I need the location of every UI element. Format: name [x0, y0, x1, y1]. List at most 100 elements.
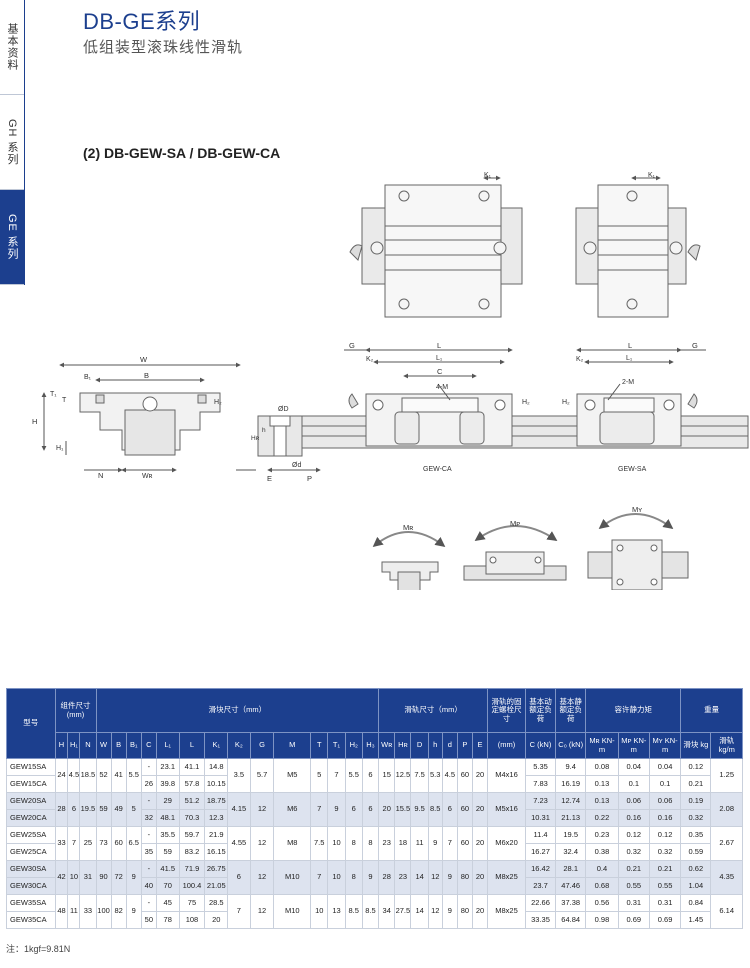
- table-cell: 12.3: [204, 809, 229, 827]
- table-cell: 22.66: [524, 894, 557, 912]
- col-h-lower: h: [427, 732, 443, 759]
- table-cell: 12: [249, 792, 275, 827]
- label-l-right: L: [628, 341, 632, 350]
- col-d-lower: d: [441, 732, 458, 759]
- table-cell: 33.35: [524, 911, 557, 929]
- table-cell: 11: [410, 826, 429, 861]
- table-cell: 9: [327, 792, 346, 827]
- table-cell: 6: [361, 792, 380, 827]
- sidebar-tab-ge[interactable]: GE 系列: [0, 190, 24, 285]
- label-l1-left: L₁: [436, 355, 443, 362]
- table-cell: -: [140, 758, 157, 776]
- table-cell: 4.5: [67, 758, 81, 793]
- table-cell: 0.04: [617, 758, 650, 776]
- page-title: DB-GE系列: [83, 9, 201, 34]
- label-k2-right: K₂: [576, 356, 584, 363]
- sidebar-tab-gh[interactable]: GH 系列: [0, 95, 24, 190]
- col-group-weight: 重量: [680, 688, 743, 733]
- table-cell: 0.1: [617, 775, 650, 793]
- table-cell: 19.5: [79, 792, 97, 827]
- table-cell: 32.4: [555, 843, 587, 861]
- table-cell: 0.12: [680, 758, 712, 776]
- table-cell: 0.06: [617, 792, 650, 810]
- label-h: H: [32, 417, 37, 426]
- table-cell: 82: [110, 894, 127, 929]
- table-cell: 0.16: [617, 809, 650, 827]
- table-cell: 73: [95, 826, 112, 861]
- table-cell: 14.8: [204, 758, 229, 776]
- table-cell: 33: [54, 826, 69, 861]
- table-cell: 40: [140, 877, 157, 895]
- table-cell: 0.69: [617, 911, 650, 929]
- table-cell: 45: [155, 894, 180, 912]
- side-view: [301, 347, 749, 449]
- table-cell: 8.5: [344, 894, 363, 929]
- table-cell: 10.15: [204, 775, 229, 793]
- table-cell: 16.27: [524, 843, 557, 861]
- table-cell: GEW15CA: [6, 775, 56, 793]
- sidebar-tab-label: GE 系列: [6, 214, 18, 260]
- table-cell: 35: [140, 843, 157, 861]
- table-cell: 4.15: [227, 792, 251, 827]
- label-4m: 4-M: [436, 384, 448, 391]
- table-cell: 59: [155, 843, 180, 861]
- table-cell: 10: [327, 826, 346, 861]
- table-cell: -: [140, 792, 157, 810]
- footnote: 注：1kgf=9.81N: [6, 944, 71, 954]
- table-cell: 0.55: [617, 877, 650, 895]
- section-title: (2) DB-GEW-SA / DB-GEW-CA: [83, 145, 281, 161]
- table-cell: 11.4: [524, 826, 557, 844]
- col-block-kg: 滑块 kg: [680, 732, 712, 759]
- table-cell: 70: [155, 877, 180, 895]
- table-cell: 1.45: [680, 911, 712, 929]
- table-cell: 7: [310, 860, 329, 895]
- label-hr: Hʀ: [251, 435, 260, 442]
- table-cell: 28.1: [555, 860, 587, 878]
- table-cell: 0.68: [585, 877, 619, 895]
- label-b1: B₁: [84, 374, 92, 381]
- label-l-left: L: [437, 341, 441, 350]
- table-cell: 100.4: [178, 877, 206, 895]
- table-cell: 8: [361, 826, 380, 861]
- table-cell: 37.38: [555, 894, 587, 912]
- col-e: E: [471, 732, 489, 759]
- table-cell: 9: [441, 860, 458, 895]
- table-cell: 8: [344, 860, 363, 895]
- table-cell: 5: [125, 792, 142, 827]
- table-cell: 60: [456, 826, 473, 861]
- label-g-left: G: [349, 341, 355, 350]
- table-cell: 19.5: [555, 826, 587, 844]
- label-k1-sa: K₁: [648, 172, 656, 179]
- table-cell: 28.5: [204, 894, 229, 912]
- page-subtitle: 低组装型滚珠线性滑轨: [83, 39, 244, 56]
- table-cell: 7.23: [524, 792, 557, 810]
- table-cell: 0.12: [648, 826, 682, 844]
- top-view-sa: [575, 175, 701, 318]
- table-cell: 47.46: [555, 877, 587, 895]
- label-c: C: [437, 367, 443, 376]
- table-cell: 41.5: [155, 860, 180, 878]
- table-cell: 18.75: [204, 792, 229, 810]
- col-h3: H₃: [361, 732, 380, 759]
- table-cell: 25: [79, 826, 97, 861]
- col-group-moment: 容许静力矩: [585, 688, 682, 733]
- table-cell: 0.21: [617, 860, 650, 878]
- table-cell: 8.5: [427, 792, 443, 827]
- table-cell: 12: [249, 860, 275, 895]
- table-cell: 12: [249, 894, 275, 929]
- col-m: M: [273, 732, 312, 759]
- table-cell: 0.06: [648, 792, 682, 810]
- sidebar-tab-basics[interactable]: 基本资料: [0, 0, 24, 95]
- table-cell: GEW25CA: [6, 843, 56, 861]
- label-od-small: Ød: [292, 462, 301, 469]
- table-cell: 12: [249, 826, 275, 861]
- table-cell: 6.14: [710, 894, 743, 929]
- table-cell: 9: [441, 894, 458, 929]
- col-my: Mʏ KN-m: [648, 732, 682, 759]
- table-cell: 0.19: [680, 792, 712, 810]
- table-cell: 32: [140, 809, 157, 827]
